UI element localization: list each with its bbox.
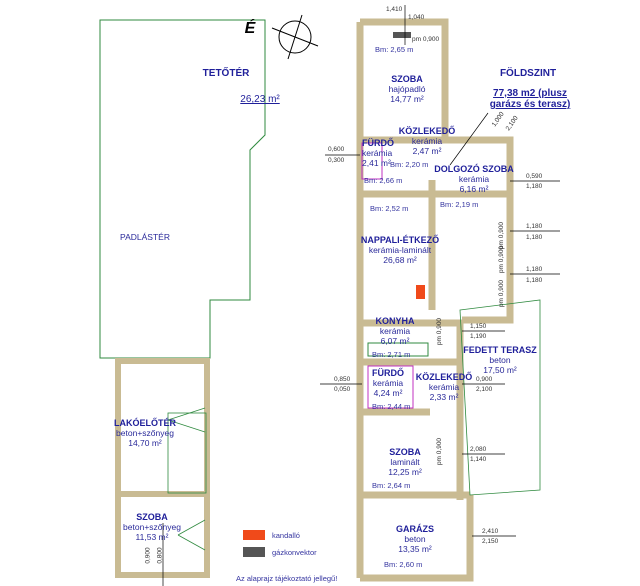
terrace-outline xyxy=(459,299,541,496)
fireplace xyxy=(416,285,425,299)
room-height: Bm: 2,71 m xyxy=(372,350,411,359)
ground-walls xyxy=(356,18,514,582)
attic-stairs xyxy=(167,407,207,551)
dim: 1,150 xyxy=(470,323,487,330)
dim: pm 0,900 xyxy=(498,279,506,308)
dim: 1,180 xyxy=(526,183,543,190)
dim: 1,190 xyxy=(470,333,487,340)
gas-convector xyxy=(393,32,411,38)
dim: 1,180 xyxy=(526,223,543,230)
room-height: Bm: 2,60 m xyxy=(384,560,423,569)
dim: 2,080 xyxy=(470,446,487,453)
room-height: Bm: 2,52 m xyxy=(370,204,409,213)
legend-kandallo: kandalló xyxy=(272,531,300,540)
dim: 1,040 xyxy=(408,14,425,21)
dimension-lines xyxy=(162,5,560,586)
dim: 0,900 xyxy=(144,547,152,564)
dim: 1,410 xyxy=(386,6,403,13)
legend-swatch-gazkonvektor xyxy=(243,547,265,557)
attic-title: TETŐTÉR xyxy=(202,68,250,79)
room-height: Bm: 2,44 m xyxy=(372,402,411,411)
room-height: Bm: 2,20 m xyxy=(390,160,429,169)
legend-gazkonvektor: gázkonvektor xyxy=(272,548,317,557)
disclaimer-note: Az alaprajz tájékoztató jellegű! xyxy=(236,574,338,583)
dim: 1,180 xyxy=(526,234,543,241)
bath-fixture xyxy=(361,142,383,180)
attic-walls xyxy=(115,358,210,578)
dim: pm 0,900 xyxy=(412,36,440,43)
dim: 0,300 xyxy=(328,157,345,164)
ground-title: FÖLDSZINT xyxy=(499,68,557,79)
dim: pm 0,900 xyxy=(498,245,506,274)
dim: pm 0,900 xyxy=(436,317,444,346)
dim: 0,800 xyxy=(156,547,164,564)
dim: 0,900 xyxy=(476,376,493,383)
dim: 0,590 xyxy=(526,173,543,180)
bath-fixture xyxy=(367,365,414,409)
room-height: Bm: 2,19 m xyxy=(440,200,479,209)
north-arrow-icon xyxy=(271,14,319,60)
ground-area-line2: garázs és terasz) xyxy=(489,99,571,110)
dim: 1,140 xyxy=(470,456,487,463)
ground-area-line1: 77,38 m2 (plusz xyxy=(493,88,567,99)
room-height: Bm: 2,65 m xyxy=(375,45,414,54)
room-height: Bm: 2,64 m xyxy=(372,481,411,490)
legend-swatch-kandallo xyxy=(243,530,265,540)
dim: pm 0,900 xyxy=(436,437,444,466)
attic-outline xyxy=(99,19,266,359)
north-label: É xyxy=(244,20,256,37)
dim: 0,600 xyxy=(328,146,345,153)
room-height: Bm: 2,66 m xyxy=(364,176,403,185)
dim: 2,410 xyxy=(482,528,499,535)
dim: 1,180 xyxy=(526,277,543,284)
dim: 1,180 xyxy=(526,266,543,273)
dim: 0,050 xyxy=(334,386,351,393)
kitchen-counter xyxy=(367,342,429,357)
dim: 2,150 xyxy=(482,538,499,545)
dim: 0,850 xyxy=(334,376,351,383)
dim: 2,100 xyxy=(476,386,493,393)
attic-area: 26,23 m² xyxy=(240,94,280,105)
loft-label: PADLÁSTÉR xyxy=(120,232,170,242)
